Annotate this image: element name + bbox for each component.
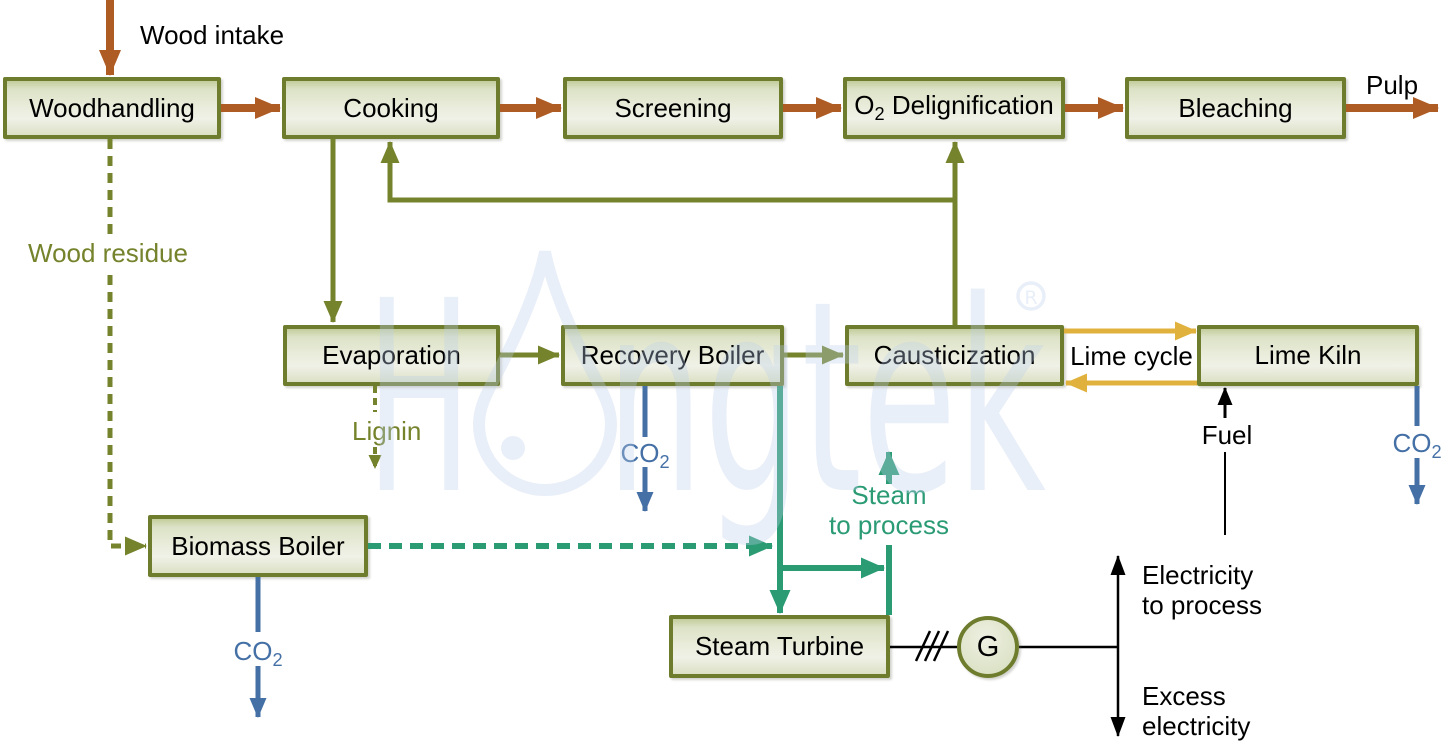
label-pulp: Pulp [1366,70,1419,100]
box-woodhandling: Woodhandling [3,77,221,139]
box-cooking: Cooking [282,77,500,139]
label-steam-to-process: Steam to process [809,480,969,540]
label-co2-limekiln: CO2 [1392,428,1442,463]
box-lime-kiln: Lime Kiln [1197,325,1419,386]
box-label: Steam Turbine [694,631,865,661]
generator-circle: G [957,616,1019,678]
registered-mark-r: R [1024,287,1037,309]
box-label: O2 Delignification [854,90,1054,125]
registered-mark-circle [1016,281,1046,311]
label-excess-electricity: Excess electricity [1142,681,1251,741]
hash-mark-2 [923,630,941,662]
box-causticization: Causticization [845,325,1064,386]
arrow-whiteliquor-cooking [380,141,955,203]
watermark-droplet-dot [501,436,525,460]
box-steam-turbine: Steam Turbine [669,615,890,678]
label-steam-line1: Steam [851,480,927,510]
box-label: Screening [614,92,732,123]
label-electricity-to-process: Electricity to process [1142,560,1262,621]
label-steam-line2: to process [829,510,949,541]
box-recovery-boiler: Recovery Boiler [561,325,784,386]
watermark-text-h: H [366,245,472,553]
box-label: Cooking [343,92,439,123]
hash-mark-3 [932,630,950,662]
hash-mark-1 [914,630,932,662]
box-evaporation: Evaporation [283,325,500,386]
label-lime-cycle: Lime cycle [1070,341,1193,371]
box-label: Bleaching [1178,92,1293,123]
generator-label: G [976,630,1000,663]
box-bleaching: Bleaching [1125,77,1346,139]
box-biomass-boiler: Biomass Boiler [148,515,368,577]
label-co2-recovery: CO2 [620,438,670,473]
box-label: Woodhandling [29,92,195,123]
box-screening: Screening [563,77,783,139]
box-label: Biomass Boiler [171,530,345,561]
label-fuel: Fuel [1197,420,1257,451]
label-wood-intake: Wood intake [140,20,285,50]
box-label: Causticization [873,340,1036,370]
box-label: Recovery Boiler [580,340,765,370]
box-o2-delignification: O2 Delignification [843,77,1065,139]
arrow-wood-residue [107,139,147,556]
label-wood-residue: Wood residue [28,238,188,269]
label-lignin: Lignin [352,416,422,446]
label-co2-biomass: CO2 [233,636,283,671]
box-label: Lime Kiln [1254,340,1362,370]
box-label: Evaporation [322,340,461,370]
